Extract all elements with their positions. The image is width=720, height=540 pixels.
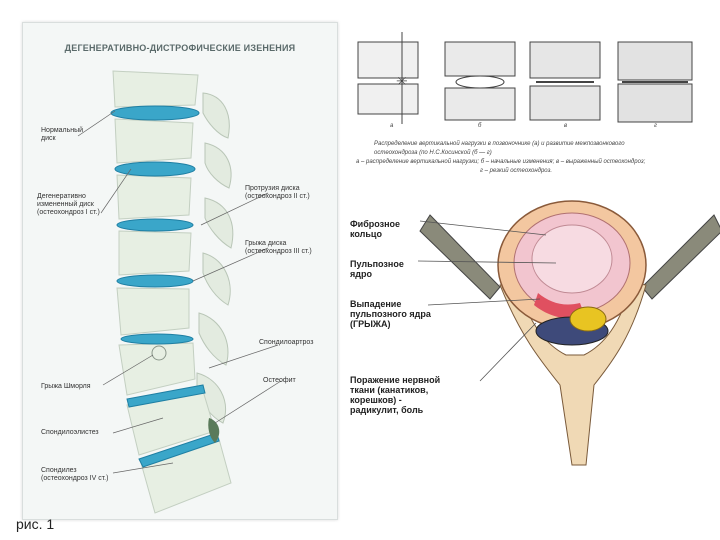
- label-spondylolysis: Спондилез (остеохондроз IV ст.): [41, 467, 108, 483]
- sketch-letter-a: а: [390, 122, 393, 130]
- vertebra-sketch-panel: ✳ а б в г Распределение вертикальной наг…: [350, 28, 710, 208]
- label-spondyloarthrosis: Спондилоартроз: [259, 339, 313, 347]
- cross-section-drawing: [350, 195, 720, 485]
- sketch-caption-line-4: г – резкий остеохондроз.: [480, 167, 552, 175]
- label-schmorl: Грыжа Шморля: [41, 383, 91, 391]
- label-protrusion: Протрузия диска (остеохондроз II ст.): [245, 185, 310, 201]
- label-spondylosis: Спондилоэлистез: [41, 429, 99, 437]
- figure-caption: рис. 1: [16, 516, 54, 532]
- label-prolapse: Выпадение пульпозного ядра (ГРЫЖА): [350, 299, 431, 329]
- cross-section-panel: Фиброзное кольцо Пульпозное ядро Выпаден…: [350, 195, 720, 485]
- label-nucleus: Пульпозное ядро: [350, 259, 404, 279]
- sketch-letter-g: г: [654, 122, 657, 130]
- spine-illustration-panel: ДЕГЕНЕРАТИВНО-ДИСТРОФИЧЕСКИЕ ИЗЕНЕНИЯ: [22, 22, 338, 520]
- sketch-letter-b: б: [478, 122, 481, 130]
- label-osteophyte: Остеофит: [263, 377, 296, 385]
- sketch-caption-line-2: остеохондроза (по Н.С.Косинской (б — г): [374, 149, 492, 157]
- label-normal-disc: Нормальный диск: [41, 127, 83, 143]
- label-annulus: Фиброзное кольцо: [350, 219, 400, 239]
- vertebra-sketches: ✳: [350, 28, 710, 148]
- label-hernia: Грыжа диска (остеохондроз III ст.): [245, 240, 312, 256]
- sketch-caption-line-3: а – распределение вертикальной нагрузки;…: [356, 158, 645, 166]
- spine-drawing: [23, 23, 337, 519]
- label-nerve: Поражение нервной ткани (канатиков, коре…: [350, 375, 440, 415]
- sketch-letter-v: в: [564, 122, 567, 130]
- svg-text:✳: ✳: [396, 73, 408, 89]
- label-degenerated-disc: Дегенеративно измененный диск (остеохонд…: [37, 193, 100, 217]
- sketch-caption-line-1: Распределение вертикальной нагрузки в по…: [374, 140, 625, 148]
